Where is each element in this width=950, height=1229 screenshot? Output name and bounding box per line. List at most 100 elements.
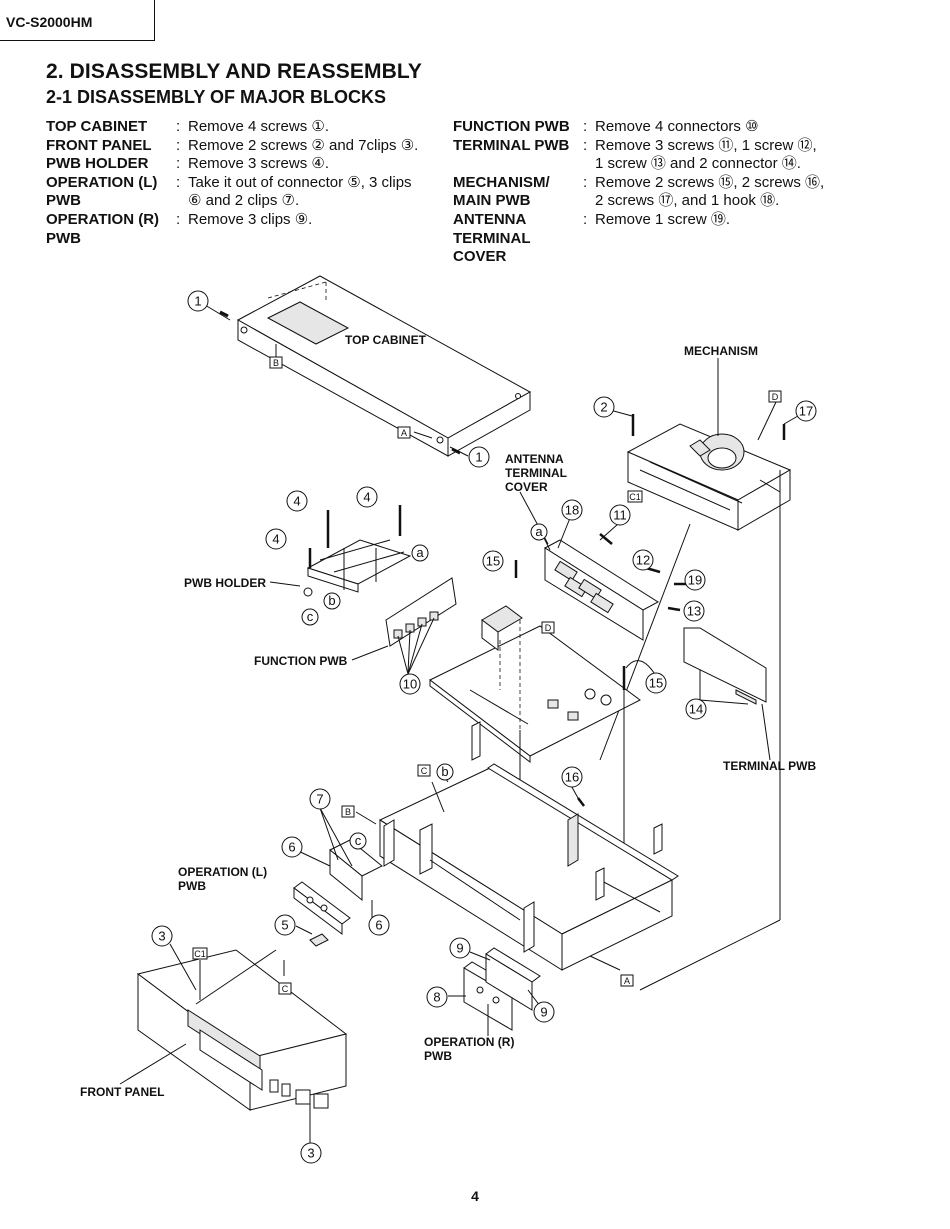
callout-4: 4 [265,528,287,550]
step-row: OPERATION (R):Remove 3 clips ⑨. [46,211,418,230]
main-pwb-part [429,605,641,764]
ref-box-c: C [278,982,292,995]
callout-5: 5 [274,914,296,936]
callout-number: 11 [613,508,627,523]
step-term: TERMINAL [453,229,531,247]
callout-14: 14 [685,698,707,720]
label-pwb-holder: PWB HOLDER [184,576,266,590]
ref-box-text: D [545,623,552,633]
label-function-pwb: FUNCTION PWB [254,654,348,668]
step-term: MECHANISM/ [453,173,550,191]
callout-12: 12 [632,549,654,571]
step-row: PWB [46,230,418,249]
callout-number: 4 [272,532,279,547]
step-desc: 2 screws ⑰, and 1 hook ⑱. [595,192,780,210]
callout-3: 3 [151,925,173,947]
step-row: OPERATION (L):Take it out of connector ⑤… [46,174,418,193]
letter-text: b [328,593,335,608]
callout-1: 1 [468,446,490,468]
step-row: FUNCTION PWB:Remove 4 connectors ⑩ [453,118,824,137]
ref-box-a: A [620,974,634,987]
callout-number: 19 [688,573,702,588]
callout-17: 17 [795,400,817,422]
label-antenna-line3: COVER [505,480,548,494]
callout-number: 13 [687,604,701,619]
callout-number: 1 [194,294,201,309]
section-subtitle: 2-1 DISASSEMBLY OF MAJOR BLOCKS [46,87,387,107]
label-operation-r-line2: PWB [424,1049,452,1063]
step-desc: Remove 3 screws ⑪, 1 screw ⑫, [595,136,817,154]
callout-13: 13 [683,600,705,622]
step-row: MAIN PWB 2 screws ⑰, and 1 hook ⑱. [453,192,824,211]
function-pwb-part [385,577,457,647]
label-terminal-pwb: TERMINAL PWB [723,759,816,773]
step-colon: : [176,210,181,228]
step-term: MAIN PWB [453,192,531,210]
callout-number: 16 [565,770,579,785]
step-row: PWB ⑥ and 2 clips ⑦. [46,192,418,211]
step-colon: : [583,173,588,191]
ref-box-c1: C1 [192,947,208,960]
ref-box-text: C [282,984,289,994]
step-term: OPERATION (L) [46,173,158,191]
step-term: TOP CABINET [46,118,148,135]
step-desc: Remove 4 screws ①. [188,118,329,135]
label-operation-r-line1: OPERATION (R) [424,1035,514,1049]
steps-right: FUNCTION PWB:Remove 4 connectors ⑩ TERMI… [453,118,824,267]
callout-number: 2 [600,400,607,415]
step-colon: : [176,118,181,135]
page-number: 4 [471,1188,479,1204]
pwb-holder-part [303,539,412,597]
callout-number: 6 [375,918,382,933]
step-term: FUNCTION PWB [453,118,570,135]
callout-number: 5 [281,918,288,933]
step-colon: : [583,118,588,135]
ref-box-d: D [768,390,782,403]
callout-15: 15 [482,550,504,572]
label-antenna-line2: TERMINAL [505,466,567,480]
ref-box-text: D [772,392,779,402]
letter-callout-a: a [530,523,548,541]
step-desc: Remove 2 screws ② and 7clips ③. [188,136,419,154]
step-row: MECHANISM/:Remove 2 screws ⑮, 2 screws ⑯… [453,174,824,193]
step-desc: Remove 1 screw ⑲. [595,210,731,228]
step-term: PWB [46,192,81,210]
callout-number: 15 [486,554,500,569]
section-title: 2. DISASSEMBLY AND REASSEMBLY [46,60,422,83]
callout-number: 7 [316,792,323,807]
letter-callout-b: b [436,763,454,781]
callout-number: 3 [158,929,165,944]
step-colon: : [583,136,588,154]
callout-10: 10 [399,673,421,695]
step-term: TERMINAL PWB [453,136,570,154]
callout-8: 8 [426,986,448,1008]
step-desc: ⑥ and 2 clips ⑦. [188,192,300,210]
callout-number: 8 [433,990,440,1005]
letter-text: a [416,545,424,560]
callout-number: 9 [540,1005,547,1020]
antenna-terminal-cover-part [544,539,659,641]
callout-4: 4 [356,486,378,508]
ref-box-c: C [417,764,431,777]
operation-l-pwb-part [293,839,383,947]
label-operation-l-line2: PWB [178,879,206,893]
letter-text: c [307,609,314,624]
step-desc: Remove 3 clips ⑨. [188,210,313,228]
callout-1: 1 [187,290,209,312]
top-cabinet-part [236,275,532,457]
step-colon: : [176,136,181,154]
callout-number: 17 [799,404,813,419]
step-row: TERMINAL PWB: Remove 3 screws ⑪, 1 screw … [453,137,824,156]
callout-9: 9 [449,937,471,959]
ref-box-text: B [345,807,351,817]
operation-r-pwb-part [463,947,541,1031]
letter-text: b [441,764,448,779]
callout-number: 1 [475,450,482,465]
callout-number: 9 [456,941,463,956]
step-term: FRONT PANEL [46,136,152,154]
step-term: PWB HOLDER [46,155,149,173]
ref-box-b: B [269,356,283,369]
ref-box-text: C1 [629,492,641,502]
step-term: COVER [453,248,507,266]
